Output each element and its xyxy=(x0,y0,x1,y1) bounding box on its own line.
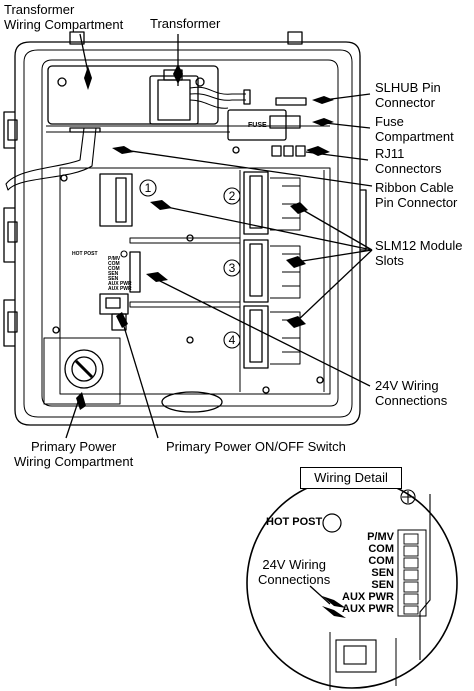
detail-terminal-label: P/MV xyxy=(367,531,394,543)
wiring-detail-title: Wiring Detail xyxy=(300,467,402,489)
small-terminal-label: COM xyxy=(108,266,120,272)
small-terminal-label: COM xyxy=(108,261,120,267)
label-slhub-pin-connector: SLHUB Pin Connector xyxy=(375,80,441,110)
detail-hot-post-label: HOT POST xyxy=(266,516,323,528)
slot-number-1: 1 xyxy=(145,181,152,195)
detail-terminal-label: COM xyxy=(368,543,394,555)
detail-terminal-label: COM xyxy=(368,555,394,567)
slot-number-3: 3 xyxy=(229,261,236,275)
detail-terminal-labels: P/MV COM COM SEN SEN AUX PWR AUX PWR xyxy=(324,531,394,615)
small-terminal-label: SEN xyxy=(108,276,119,282)
detail-terminal-label: AUX PWR xyxy=(342,591,394,603)
hot-post-small-label: HOT POST xyxy=(72,251,98,257)
label-rj11-connectors: RJ11 Connectors xyxy=(375,146,442,176)
small-terminal-label: P/MV xyxy=(108,256,121,262)
label-transformer-wiring-compartment: Transformer Wiring Compartment xyxy=(4,2,124,32)
small-terminal-label: SEN xyxy=(108,271,119,277)
label-transformer: Transformer xyxy=(150,16,221,31)
slot-number-4: 4 xyxy=(229,333,236,347)
cabinet-outline xyxy=(14,41,361,426)
small-terminal-label: AUX PWR xyxy=(108,286,132,292)
label-slm12-module-slots: SLM12 Module Slots xyxy=(375,238,463,268)
detail-terminal-label: AUX PWR xyxy=(342,603,394,615)
label-24v-wiring-connections: 24V Wiring Connections xyxy=(375,378,448,408)
label-ribbon-cable-pin-connector: Ribbon Cable Pin Connector xyxy=(375,180,458,210)
label-primary-power-switch: Primary Power ON/OFF Switch xyxy=(166,439,346,454)
detail-24v-wiring-label: 24V Wiring Connections xyxy=(258,557,331,587)
fuse-label: FUSE xyxy=(248,122,267,129)
label-primary-power-wiring-compartment: Primary Power Wiring Compartment xyxy=(14,439,134,469)
small-terminal-label: AUX PWR xyxy=(108,281,132,287)
small-terminal-labels: P/MV COM COM SEN SEN AUX PWR AUX PWR xyxy=(108,257,132,292)
slot-number-2: 2 xyxy=(229,189,236,203)
label-fuse-compartment: Fuse Compartment xyxy=(375,114,454,144)
detail-terminal-label: SEN xyxy=(371,567,394,579)
detail-terminal-label: SEN xyxy=(371,579,394,591)
